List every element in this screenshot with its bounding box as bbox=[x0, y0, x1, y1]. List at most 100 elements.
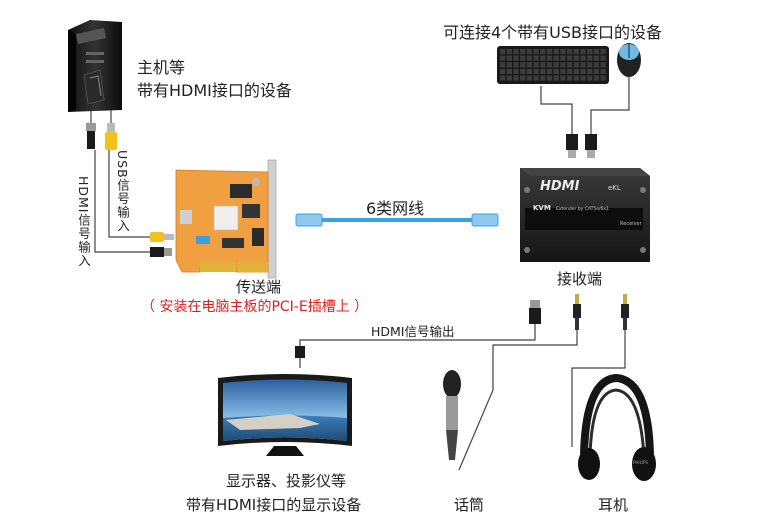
microphone bbox=[443, 370, 461, 460]
keyboard-key bbox=[533, 68, 539, 74]
keyboard-key bbox=[506, 49, 512, 55]
display-label-line1: 显示器、投影仪等 bbox=[226, 472, 347, 490]
receiver-mic-wire bbox=[458, 330, 578, 471]
receiver-label: 接收端 bbox=[557, 270, 603, 288]
card-usb-plug bbox=[150, 232, 174, 242]
keyboard-key bbox=[593, 49, 600, 55]
host-label-line2: 带有HDMI接口的设备 bbox=[137, 81, 292, 100]
pc-hdmi-plug bbox=[86, 123, 96, 149]
hdmi-signal-out-label: HDMI信号输出 bbox=[371, 324, 455, 339]
mouse bbox=[617, 43, 641, 77]
keyboard-key bbox=[587, 55, 593, 61]
keyboard-key bbox=[573, 62, 579, 68]
keyboard-key bbox=[526, 75, 533, 81]
keyboard-key bbox=[573, 49, 579, 55]
host-label-line1: 主机等 bbox=[137, 58, 186, 77]
keyboard-key bbox=[540, 49, 546, 55]
usb-signal-in-label: USB信号输入 bbox=[115, 150, 130, 233]
keyboard-key bbox=[600, 62, 606, 68]
keyboard-key bbox=[553, 49, 559, 55]
keyboard-key bbox=[560, 62, 566, 68]
display-label-line2: 带有HDMI接口的显示设备 bbox=[186, 496, 362, 514]
keyboard-key bbox=[540, 75, 546, 81]
headphone-brand: PHILIPS bbox=[633, 460, 648, 465]
headphones: PHILIPS bbox=[578, 373, 656, 481]
keyboard-key bbox=[587, 75, 593, 81]
receiver-ear-wire bbox=[571, 330, 626, 447]
receiver-ear-plug bbox=[621, 294, 629, 330]
keyboard-key bbox=[506, 55, 512, 61]
receiver-hdmi-out-plug bbox=[529, 300, 541, 324]
keyboard-key bbox=[520, 75, 526, 81]
keyboard-key bbox=[560, 55, 566, 61]
keyboard-key bbox=[526, 55, 533, 61]
keyboard-key bbox=[567, 75, 573, 81]
display-monitor bbox=[218, 346, 352, 456]
keyboard-key bbox=[520, 62, 526, 68]
keyboard-key bbox=[580, 68, 586, 74]
keyboard-key bbox=[506, 75, 512, 81]
keyboard-key bbox=[553, 55, 559, 61]
keyboard-key bbox=[526, 68, 533, 74]
keyboard-key bbox=[513, 62, 519, 68]
keyboard-key bbox=[573, 68, 579, 74]
receiver-usb-plugs bbox=[566, 134, 597, 158]
keyboard-key bbox=[553, 62, 559, 68]
card-hdmi-plug bbox=[150, 247, 172, 257]
pc-tower bbox=[68, 20, 122, 112]
keyboard-key bbox=[546, 55, 553, 61]
keyboard-key bbox=[500, 62, 506, 68]
receiver-logo: HDMI bbox=[540, 179, 580, 194]
receiver-mic-plug bbox=[573, 294, 581, 330]
keyboard-key bbox=[593, 75, 600, 81]
receiver-box: HDMI eKL KVM Extender by CAT5e/6x1 Recei… bbox=[520, 168, 650, 262]
keyboard-key bbox=[567, 55, 573, 61]
receiver-desc: Extender by CAT5e/6x1 bbox=[556, 206, 609, 212]
keyboard-key bbox=[553, 68, 559, 74]
keyboard-key bbox=[593, 62, 600, 68]
keyboard-key bbox=[506, 62, 512, 68]
keyboard-key bbox=[580, 49, 586, 55]
keyboard-key bbox=[587, 49, 593, 55]
mouse-wire bbox=[590, 70, 630, 134]
keyboard-key bbox=[506, 68, 512, 74]
keyboard-key bbox=[513, 49, 519, 55]
keyboard-key bbox=[540, 62, 546, 68]
keyboard-key bbox=[546, 75, 553, 81]
keyboard-key bbox=[533, 75, 539, 81]
keyboard-key bbox=[520, 68, 526, 74]
keyboard-key bbox=[500, 55, 506, 61]
keyboard-key bbox=[560, 75, 566, 81]
keyboard-key bbox=[580, 75, 586, 81]
keyboard-key bbox=[553, 75, 559, 81]
keyboard-key bbox=[540, 68, 546, 74]
keyboard-key bbox=[500, 75, 506, 81]
connection-lines bbox=[90, 70, 630, 471]
keyboard-key bbox=[526, 49, 533, 55]
keyboard-key bbox=[513, 55, 519, 61]
keyboard-key bbox=[513, 68, 519, 74]
keyboard-key bbox=[587, 62, 593, 68]
cable-label: 6类网线 bbox=[366, 199, 425, 218]
transmitter-label: 传送端 bbox=[236, 278, 282, 296]
pcie-card bbox=[175, 159, 277, 279]
keyboard-key bbox=[600, 68, 606, 74]
keyboard-key bbox=[520, 49, 526, 55]
keyboard-key bbox=[573, 75, 579, 81]
hdmi-signal-in-label: HDMI信号输入 bbox=[76, 176, 91, 268]
usb-in-wire bbox=[108, 150, 150, 238]
microphone-label: 话筒 bbox=[454, 496, 485, 514]
pc-usb-plug bbox=[105, 123, 117, 150]
keyboard-key bbox=[600, 49, 606, 55]
keyboard-key bbox=[546, 49, 553, 55]
keyboard-key bbox=[500, 49, 506, 55]
keyboard-key bbox=[593, 68, 600, 74]
keyboard-key bbox=[593, 55, 600, 61]
network-cable bbox=[295, 213, 499, 227]
hdmi-in-wire bbox=[94, 150, 150, 253]
headphones-label: 耳机 bbox=[598, 496, 629, 514]
keyboard-key bbox=[533, 49, 539, 55]
keyboard-wire bbox=[540, 86, 573, 134]
keyboard-key bbox=[533, 55, 539, 61]
keyboard-key bbox=[540, 55, 546, 61]
